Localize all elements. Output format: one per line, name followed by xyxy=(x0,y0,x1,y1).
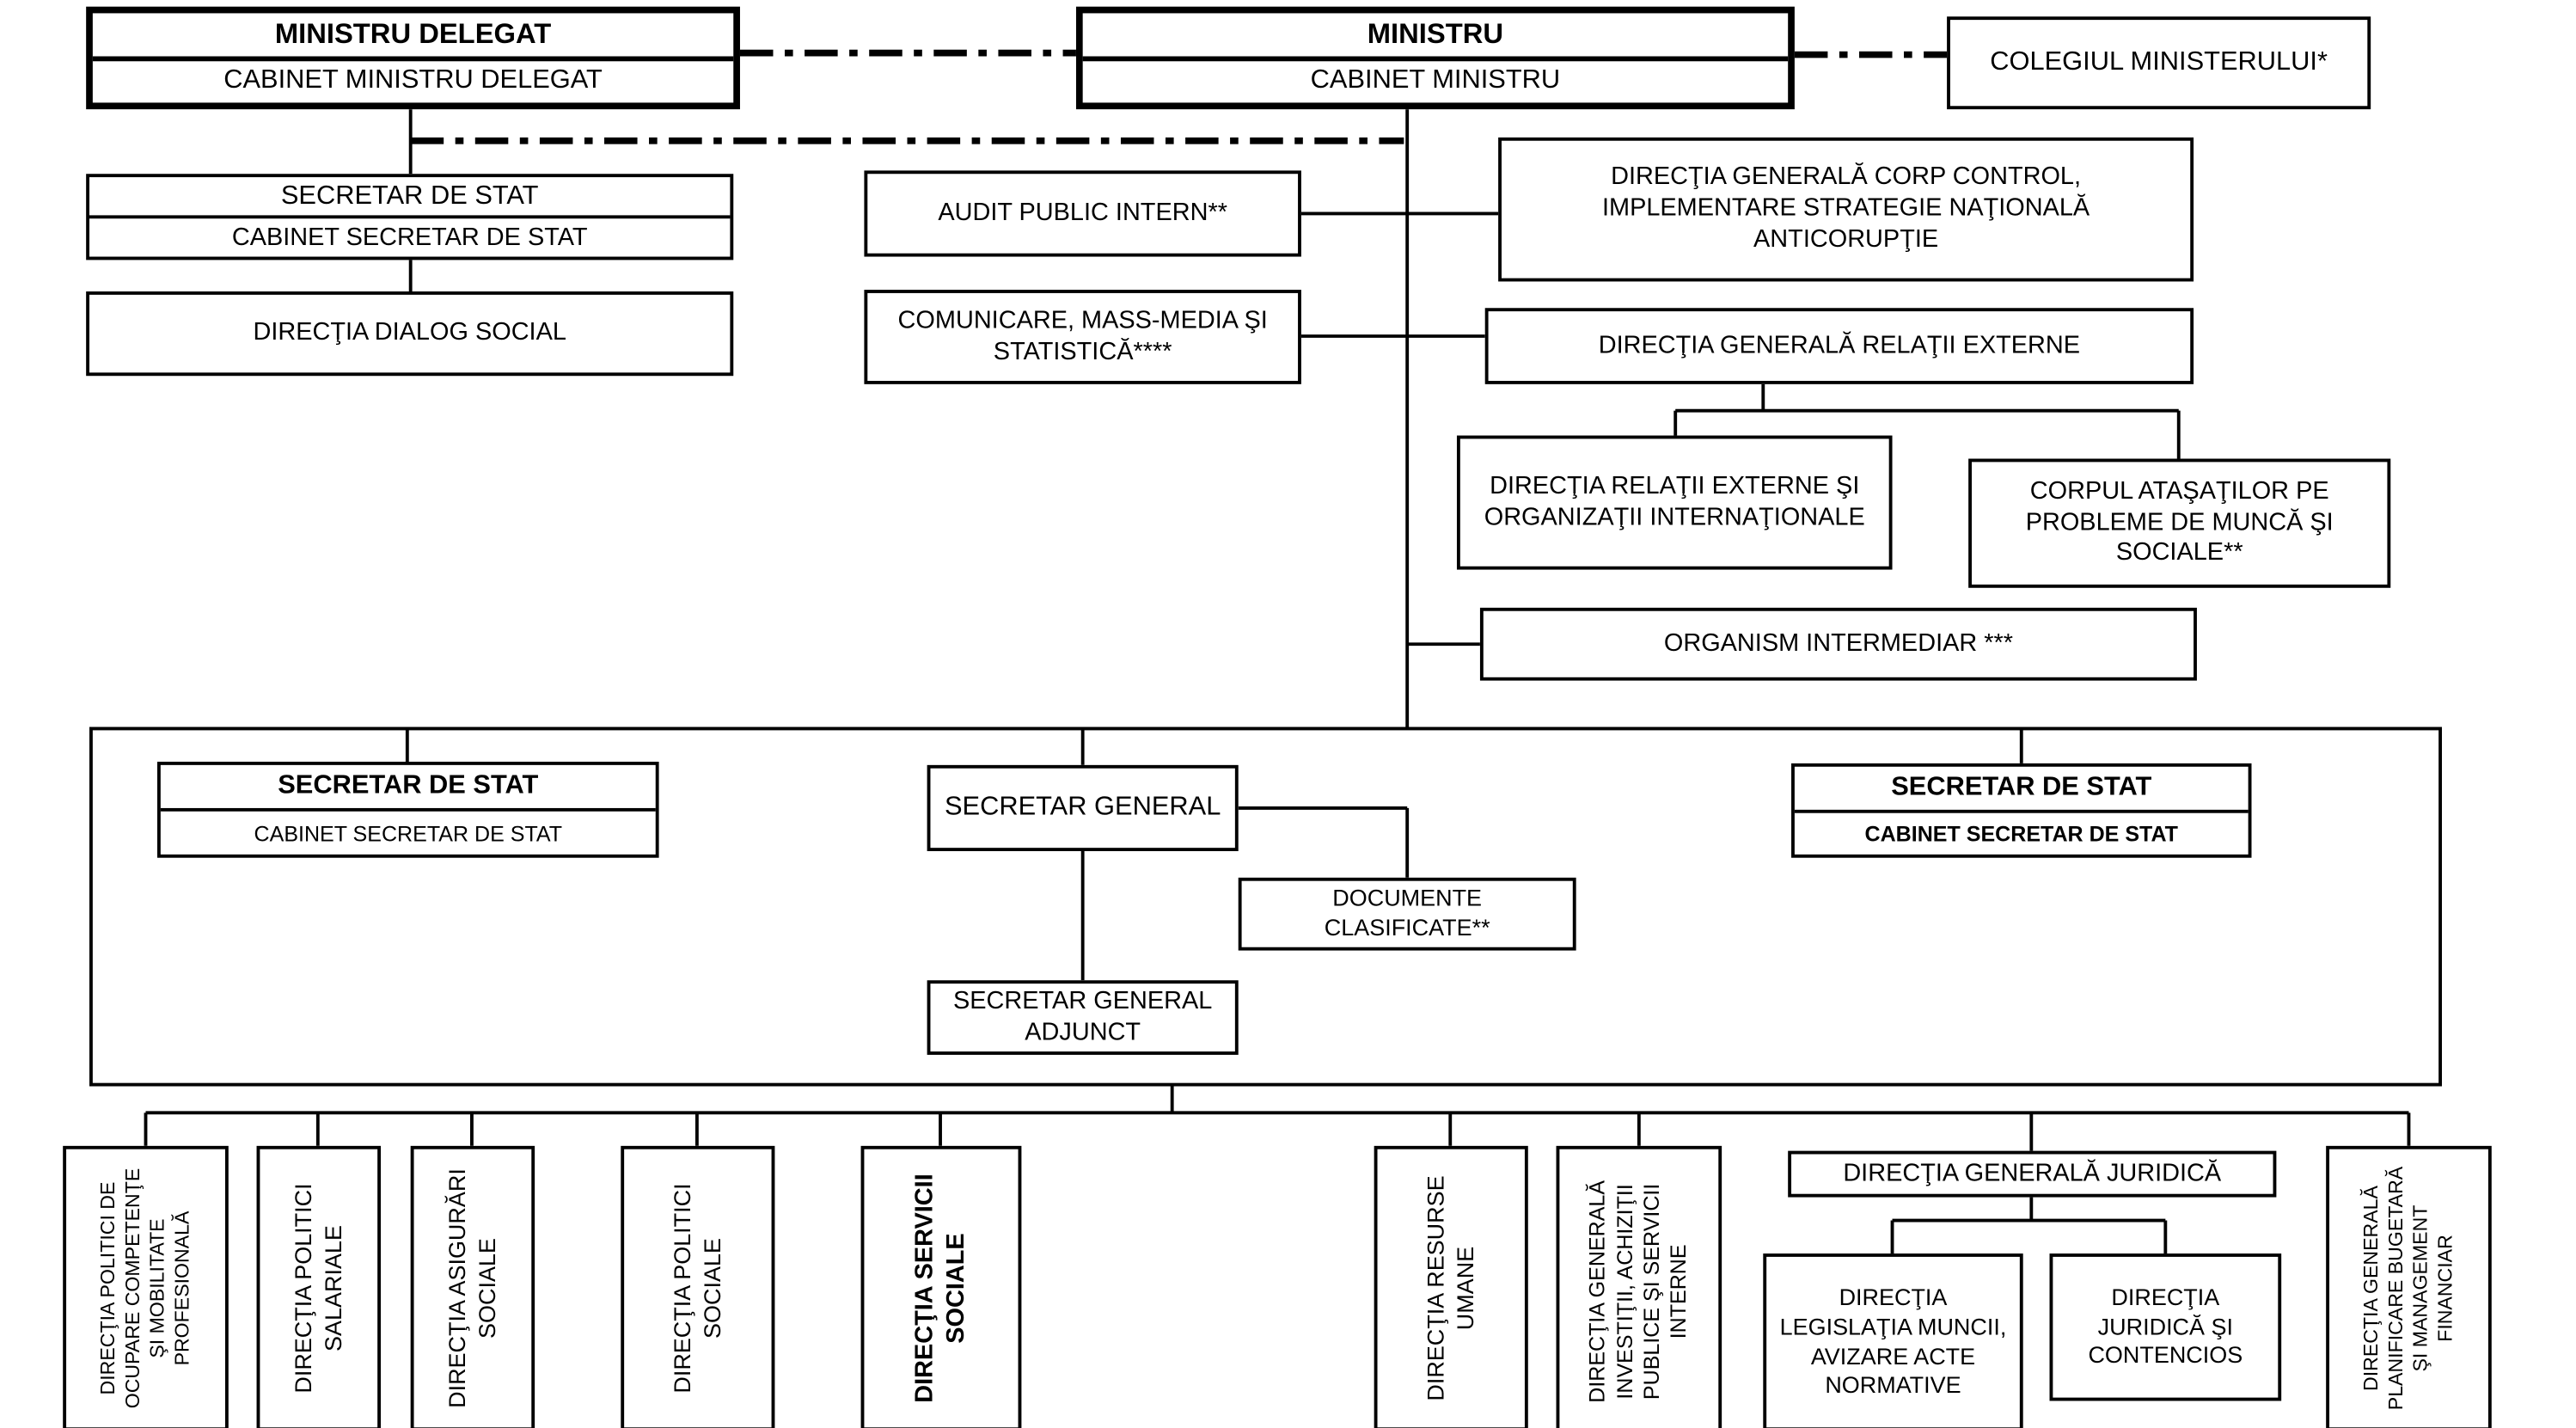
org-node-dir-politici-ocupare: DIRECŢIA POLITICI DE OCUPARE COMPETENŢE … xyxy=(63,1145,229,1428)
node-label: DIRECŢIA GENERALĂ RELAŢII EXTERNE xyxy=(1598,330,2081,359)
org-node-corpul-atasatilor: CORPUL ATAŞAŢILOR PE PROBLEME DE MUNCĂ Ş… xyxy=(1968,458,2391,588)
org-node-dir-servicii-sociale: DIRECŢIA SERVICII SOCIALE xyxy=(860,1145,1022,1428)
node-label: DIRECŢIA RELAŢII EXTERNE ŞI ORGANIZAŢII … xyxy=(1484,471,1865,531)
node-subtitle: CABINET MINISTRU DELEGAT xyxy=(92,55,734,103)
node-label: DIRECŢIA RESURSE UMANE xyxy=(1422,1175,1478,1401)
node-label: DIRECŢIA LEGISLAŢIA MUNCII, AVIZARE ACTE… xyxy=(1779,1284,2007,1398)
node-label: DIRECŢIA ASIGURĂRI SOCIALE xyxy=(443,1168,499,1408)
node-title: SECRETAR DE STAT xyxy=(1891,773,2152,801)
node-label: DIRECŢIA GENERALĂ PLANIFICARE BUGETARĂ Ş… xyxy=(2359,1166,2457,1411)
node-label: DIRECŢIA GENERALĂ INVESTIŢII, ACHIZIŢII … xyxy=(1584,1180,1692,1403)
node-label: ORGANISM INTERMEDIAR *** xyxy=(1663,628,2013,657)
org-node-dir-politici-salariale: DIRECŢIA POLITICI SALARIALE xyxy=(256,1145,382,1428)
node-subtitle: CABINET SECRETAR DE STAT xyxy=(1794,808,2249,855)
node-subtitle: CABINET SECRETAR DE STAT xyxy=(160,807,656,855)
node-title: MINISTRU DELEGAT xyxy=(274,17,552,50)
node-label: DIRECŢIA POLITICI DE OCUPARE COMPETENŢE … xyxy=(95,1168,194,1409)
node-label: DIRECŢIA JURIDICĂ ŞI CONTENCIOS xyxy=(2088,1283,2243,1369)
org-node-dir-investitii-achizitii: DIRECŢIA GENERALĂ INVESTIŢII, ACHIZIŢII … xyxy=(1556,1145,1722,1428)
org-node-secretar-general: SECRETAR GENERAL xyxy=(927,764,1239,852)
node-label: SECRETAR GENERAL xyxy=(944,793,1221,822)
node-label: DIRECŢIA POLITICI SALARIALE xyxy=(289,1183,346,1394)
node-title: MINISTRU xyxy=(1367,17,1504,50)
org-node-secretar-stat-right: SECRETAR DE STAT CABINET SECRETAR DE STA… xyxy=(1791,763,2252,858)
org-node-relatii-externe: DIRECŢIA GENERALĂ RELAŢII EXTERNE xyxy=(1484,308,2194,384)
node-label: DIRECŢIA GENERALĂ CORP CONTROL, IMPLEMEN… xyxy=(1601,162,2090,254)
node-label: SECRETAR GENERAL ADJUNCT xyxy=(953,986,1213,1046)
org-node-dir-legislatia-muncii: DIRECŢIA LEGISLAŢIA MUNCII, AVIZARE ACTE… xyxy=(1763,1253,2023,1428)
node-label: DOCUMENTE CLASIFICATE** xyxy=(1324,885,1490,941)
org-node-ministru: MINISTRU CABINET MINISTRU xyxy=(1075,6,1795,110)
node-subtitle: CABINET SECRETAR DE STAT xyxy=(89,215,731,256)
org-node-dir-planificare-bugetara: DIRECŢIA GENERALĂ PLANIFICARE BUGETARĂ Ş… xyxy=(2326,1145,2492,1428)
org-node-secretar-general-adjunct: SECRETAR GENERAL ADJUNCT xyxy=(927,980,1239,1055)
node-label: CORPUL ATAŞAŢILOR PE PROBLEME DE MUNCĂ Ş… xyxy=(2025,476,2334,567)
org-node-relatii-externe-organizatii: DIRECŢIA RELAŢII EXTERNE ŞI ORGANIZAŢII … xyxy=(1456,435,1893,570)
org-node-corp-control-anticoruptie: DIRECŢIA GENERALĂ CORP CONTROL, IMPLEMEN… xyxy=(1498,137,2194,282)
org-node-documente-clasificate: DOCUMENTE CLASIFICATE** xyxy=(1238,877,1576,951)
node-label: DIRECŢIA GENERALĂ JURIDICĂ xyxy=(1843,1158,2222,1187)
org-node-colegiul-ministerului: COLEGIUL MINISTERULUI* xyxy=(1947,16,2371,110)
org-node-ministru-delegat: MINISTRU DELEGAT CABINET MINISTRU DELEGA… xyxy=(86,6,740,110)
node-label: DIRECŢIA SERVICII SOCIALE xyxy=(909,1174,970,1403)
org-node-dir-resurse-umane: DIRECŢIA RESURSE UMANE xyxy=(1374,1145,1528,1428)
node-label: COMUNICARE, MASS-MEDIA ŞI STATISTICĂ**** xyxy=(897,305,1268,365)
node-label: DIRECŢIA POLITICI SOCIALE xyxy=(668,1183,725,1394)
node-label: COLEGIUL MINISTERULUI* xyxy=(1990,47,2328,77)
org-node-directia-dialog-social: DIRECŢIA DIALOG SOCIAL xyxy=(86,291,734,377)
org-node-dir-generala-juridica: DIRECŢIA GENERALĂ JURIDICĂ xyxy=(1788,1150,2277,1198)
org-node-comunicare-mass-media: COMUNICARE, MASS-MEDIA ŞI STATISTICĂ**** xyxy=(864,290,1301,384)
org-node-dir-juridica-contencios: DIRECŢIA JURIDICĂ ŞI CONTENCIOS xyxy=(2049,1253,2282,1401)
org-node-dir-politici-sociale: DIRECŢIA POLITICI SOCIALE xyxy=(621,1145,775,1428)
org-node-audit-public-intern: AUDIT PUBLIC INTERN** xyxy=(864,170,1301,257)
node-title: SECRETAR DE STAT xyxy=(278,771,539,800)
org-node-secretar-stat-delegat: SECRETAR DE STAT CABINET SECRETAR DE STA… xyxy=(86,174,734,260)
org-node-organism-intermediar: ORGANISM INTERMEDIAR *** xyxy=(1479,607,2197,681)
node-title: SECRETAR DE STAT xyxy=(280,181,539,210)
org-node-secretar-stat-left: SECRETAR DE STAT CABINET SECRETAR DE STA… xyxy=(156,762,659,858)
node-label: DIRECŢIA DIALOG SOCIAL xyxy=(253,317,566,346)
org-node-dir-asigurari-sociale: DIRECŢIA ASIGURĂRI SOCIALE xyxy=(410,1145,535,1428)
node-label: AUDIT PUBLIC INTERN** xyxy=(938,198,1227,227)
node-subtitle: CABINET MINISTRU xyxy=(1082,55,1789,103)
